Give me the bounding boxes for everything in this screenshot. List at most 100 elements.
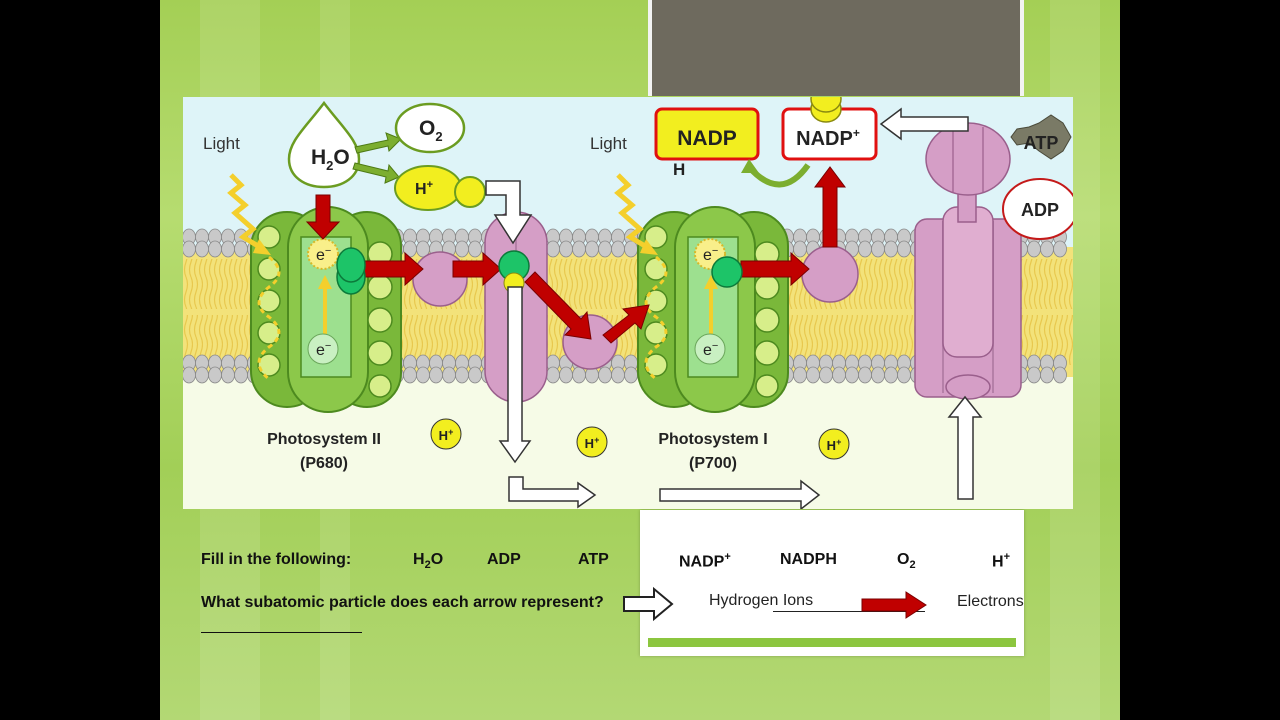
photosystem-i-code: (P700) xyxy=(689,455,737,472)
phospholipid-head xyxy=(1027,240,1041,258)
light-label-right: Light xyxy=(590,134,627,153)
term-nadph: NADPH xyxy=(780,551,837,568)
phospholipid-head xyxy=(546,366,560,384)
phospholipid-head xyxy=(1053,366,1067,384)
phospholipid-head xyxy=(624,366,638,384)
ferredoxin-carrier xyxy=(801,245,859,303)
adp-circle: ADP xyxy=(1002,178,1073,240)
phospholipid-head xyxy=(1027,366,1041,384)
phospholipid-head xyxy=(1053,240,1067,258)
phospholipid-head xyxy=(208,240,222,258)
nadp-plus-box: NADP+ xyxy=(781,97,878,161)
phospholipid-head xyxy=(468,366,482,384)
phospholipid-head xyxy=(183,366,196,384)
phospholipid-head xyxy=(819,366,833,384)
phospholipid-head xyxy=(442,366,456,384)
phospholipid-head xyxy=(858,366,872,384)
phospholipid-head xyxy=(871,240,885,258)
phospholipid-head xyxy=(221,240,235,258)
phospholipid-head xyxy=(598,366,612,384)
legend-underline xyxy=(773,611,925,612)
phospholipid-head xyxy=(806,366,820,384)
term-nadp-plus: NADP+ xyxy=(679,551,731,571)
svg-text:ADP: ADP xyxy=(1021,200,1059,220)
phospholipid-head xyxy=(793,366,807,384)
svg-text:e−: e− xyxy=(703,245,718,264)
lumen-hydrogen-ions: H+ H+ H+ xyxy=(430,418,850,460)
phospholipid-head xyxy=(598,240,612,258)
svg-text:H+: H+ xyxy=(827,437,842,453)
white-arrow-right-long xyxy=(659,479,821,509)
phospholipid-head xyxy=(572,366,586,384)
phospholipid-head xyxy=(884,366,898,384)
light-label-left: Light xyxy=(203,134,240,153)
hydrogen-ion-bubble: H+ xyxy=(394,165,486,211)
dark-image-panel xyxy=(648,0,1024,96)
phospholipid-head xyxy=(585,240,599,258)
phospholipid-head xyxy=(793,240,807,258)
term-hydrogen-ion: H+ xyxy=(992,551,1010,571)
phospholipid-head xyxy=(559,240,573,258)
electron-badge: e− e− e− e− xyxy=(307,238,726,365)
phospholipid-head xyxy=(897,366,911,384)
svg-text:H2O: H2O xyxy=(311,146,350,173)
phospholipid-head xyxy=(897,240,911,258)
white-arrow-right xyxy=(508,476,597,509)
phospholipid-head xyxy=(195,240,209,258)
hydrogen-ion-arrows xyxy=(485,107,983,509)
hydrogen-ion-legend-arrow xyxy=(623,586,674,622)
term-oxygen: O2 xyxy=(897,551,916,572)
internal-electron-arrow xyxy=(318,275,718,335)
phospholipid-head xyxy=(221,366,235,384)
atp-synthase xyxy=(914,122,1022,400)
svg-text:H+: H+ xyxy=(415,179,433,198)
phospholipid-head xyxy=(429,366,443,384)
green-accent-bar xyxy=(648,638,1016,647)
phospholipid-head xyxy=(611,240,625,258)
svg-text:e−: e− xyxy=(703,340,718,359)
light-ray-right xyxy=(614,173,658,255)
phospholipid-head xyxy=(416,366,430,384)
phospholipid-head xyxy=(559,366,573,384)
arrow-question: What subatomic particle does each arrow … xyxy=(201,594,604,611)
red-arrow-up xyxy=(814,166,846,248)
phospholipid-head xyxy=(1040,240,1054,258)
phospholipid-head xyxy=(572,240,586,258)
answer-blank-line[interactable] xyxy=(201,632,362,633)
svg-text:NADP+: NADP+ xyxy=(796,126,860,150)
white-arrow-left xyxy=(879,107,969,141)
nadp-reduction-arrow xyxy=(746,163,811,188)
svg-text:e−: e− xyxy=(316,340,331,359)
excitation-path xyxy=(257,255,668,381)
red-arrow-diagonal xyxy=(524,271,592,340)
svg-text:H+: H+ xyxy=(585,435,600,451)
photosystem-ii-label: Photosystem II xyxy=(267,431,381,448)
photosynthesis-light-reaction-diagram: Light Light e− e− e− e− xyxy=(183,97,1073,509)
phospholipid-head xyxy=(546,240,560,258)
phospholipid-head xyxy=(845,366,859,384)
phospholipid-head xyxy=(234,240,248,258)
svg-text:H+: H+ xyxy=(439,427,454,443)
svg-text:NADP: NADP xyxy=(677,127,737,150)
electron-transport-arrows xyxy=(305,166,846,344)
phospholipid-head xyxy=(195,366,209,384)
hydrogen-ions-legend-label: Hydrogen Ions xyxy=(709,592,814,609)
green-arrows xyxy=(352,132,402,184)
svg-text:H: H xyxy=(673,160,685,179)
electron-legend-arrow xyxy=(861,591,927,619)
phospholipid-head xyxy=(234,366,248,384)
red-arrow-right xyxy=(452,251,502,287)
phospholipid-head xyxy=(455,240,469,258)
phospholipid-head xyxy=(832,366,846,384)
electrons-legend-label: Electrons xyxy=(957,593,1024,610)
phospholipid-head xyxy=(1040,366,1054,384)
svg-text:O2: O2 xyxy=(419,117,443,144)
nadp-reduction-arrowhead xyxy=(741,159,759,173)
photosystem-ii-code: (P680) xyxy=(300,455,348,472)
legend-panel xyxy=(640,510,1024,656)
phospholipid-head xyxy=(208,366,222,384)
red-arrow-right xyxy=(740,251,810,287)
phospholipid-head xyxy=(455,366,469,384)
phospholipid-head xyxy=(183,240,196,258)
phospholipid-head xyxy=(611,366,625,384)
